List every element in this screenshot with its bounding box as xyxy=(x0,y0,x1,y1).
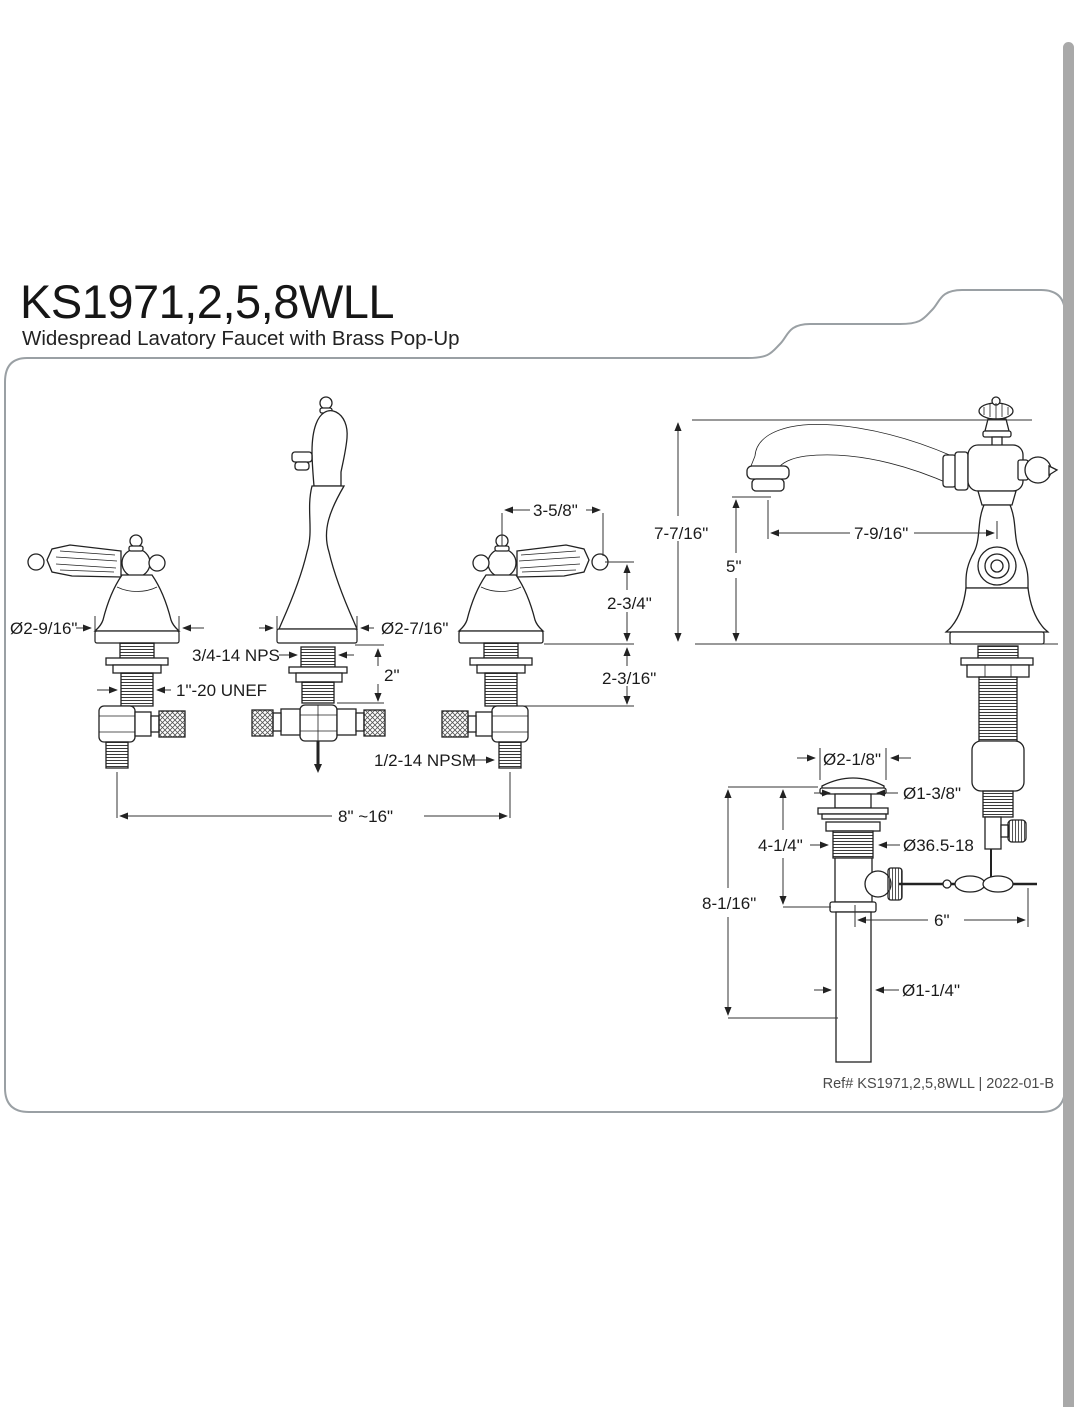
front-left-handle xyxy=(27,534,181,707)
side-faucet-body xyxy=(942,396,1059,645)
side-view-dimensions: 7-7/16" 5" 7-9/16" xyxy=(654,419,1058,645)
dim-spout-reach: 7-9/16" xyxy=(854,524,908,543)
side-below-deck xyxy=(960,645,1034,882)
dim-handle-height: 2-3/4" xyxy=(607,594,652,613)
dim-handle-base-diameter: Ø2-9/16" xyxy=(10,619,77,638)
front-view-drawing: Ø2-9/16" 1"-20 UNEF 3/4-14 NPS Ø2-7/16" … xyxy=(10,396,656,826)
dim-popup-overall-length: 8-1/16" xyxy=(702,894,756,913)
dim-flange-diameter: Ø2-1/8" xyxy=(823,750,881,769)
dim-supply-connection: 1/2-14 NPSM xyxy=(374,751,476,770)
popup-assembly xyxy=(817,777,1037,1063)
front-view-dimensions: Ø2-9/16" 1"-20 UNEF 3/4-14 NPS Ø2-7/16" … xyxy=(10,501,656,826)
page-subtitle: Widespread Lavatory Faucet with Brass Po… xyxy=(22,327,460,350)
dim-handle-shank-thread: 1"-20 UNEF xyxy=(176,681,267,700)
dim-deck-thickness: 2" xyxy=(384,666,400,685)
front-right-valve xyxy=(441,705,529,769)
dim-popup-body-thread: Ø36.5-18 xyxy=(903,836,974,855)
side-spout-arm xyxy=(746,424,953,492)
popup-dimensions: Ø2-1/8" Ø1-3/8" 4-1/4" Ø36.5-18 8-1/16" … xyxy=(702,748,1029,1019)
dim-stopper-diameter: Ø1-3/8" xyxy=(903,784,961,803)
front-center-tee-valve xyxy=(251,704,386,773)
popup-drain-drawing: Ø2-1/8" Ø1-3/8" 4-1/4" Ø36.5-18 8-1/16" … xyxy=(702,748,1037,1063)
dim-overall-height: 7-7/16" xyxy=(654,524,708,543)
footer-ref: Ref# KS1971,2,5,8WLL | 2022-01-B xyxy=(822,1076,1054,1092)
dim-popup-body-length: 4-1/4" xyxy=(758,836,803,855)
side-view-drawing: 7-7/16" 5" 7-9/16" xyxy=(654,396,1059,882)
dim-below-deck-length: 2-3/16" xyxy=(602,669,656,688)
page-title: KS1971,2,5,8WLL xyxy=(20,275,395,328)
front-left-valve xyxy=(98,705,186,769)
dim-handle-spread: 8" ~16" xyxy=(338,807,393,826)
dim-pivot-rod-length: 6" xyxy=(934,911,950,930)
dim-handle-length: 3-5/8" xyxy=(533,501,578,520)
dim-tailpiece-diameter: Ø1-1/4" xyxy=(902,981,960,1000)
dim-outlet-height: 5" xyxy=(726,557,742,576)
dim-spout-base-diameter: Ø2-7/16" xyxy=(381,619,448,638)
scrollbar-thumb[interactable] xyxy=(1063,42,1074,1407)
dim-spout-shank-thread: 3/4-14 NPS xyxy=(192,646,280,665)
